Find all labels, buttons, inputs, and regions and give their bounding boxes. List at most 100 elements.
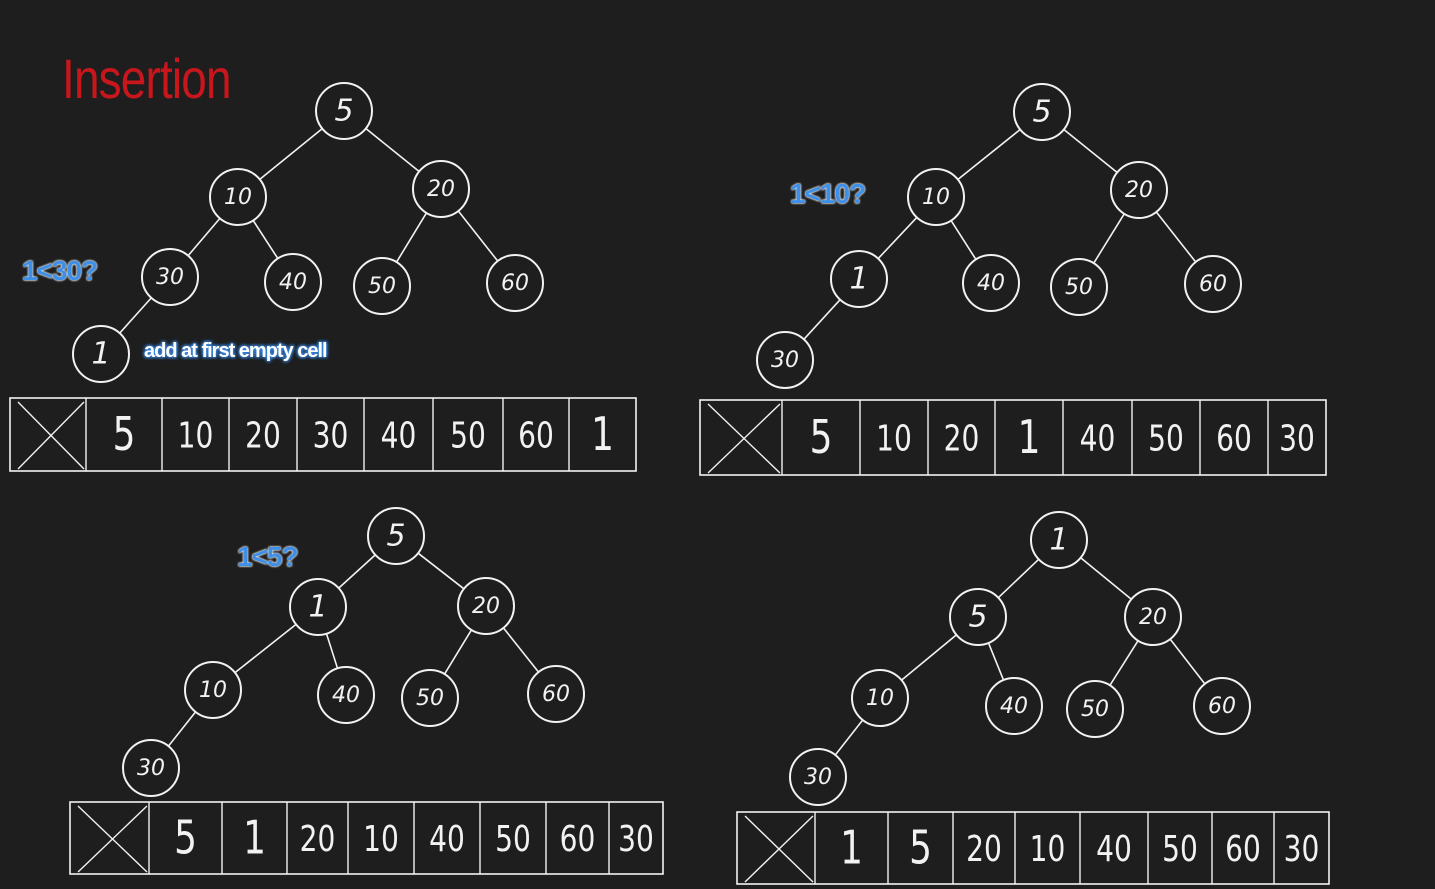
compare-note-3: 1<5? bbox=[237, 541, 299, 572]
tree-edge bbox=[997, 558, 1040, 599]
node-circle bbox=[457, 577, 515, 635]
array-cell-value: 20 bbox=[966, 828, 1002, 870]
node-circle bbox=[72, 325, 130, 383]
array-cell-value: 10 bbox=[363, 818, 399, 860]
empty-cell-cross bbox=[744, 815, 814, 883]
node-circle bbox=[907, 168, 965, 226]
tree-edge bbox=[957, 128, 1021, 181]
tree-edge bbox=[338, 554, 376, 589]
tree-edge bbox=[1155, 211, 1197, 263]
compare-note-2: 1<10? bbox=[790, 178, 866, 209]
array-cell-value: 1 bbox=[591, 407, 614, 461]
tree-edge bbox=[167, 711, 197, 747]
array-cell-value: 50 bbox=[450, 414, 486, 456]
tree-node: 20 bbox=[1110, 161, 1168, 219]
tree-node: 30 bbox=[122, 739, 180, 797]
tree-node: 20 bbox=[1124, 588, 1182, 646]
node-circle bbox=[1066, 680, 1124, 738]
array-cell-value: 50 bbox=[1162, 828, 1198, 870]
tree-edge bbox=[395, 212, 428, 263]
array-cell-value: 60 bbox=[518, 414, 554, 456]
tree-node: 40 bbox=[985, 677, 1043, 735]
tree-edge bbox=[1093, 213, 1125, 264]
tree-node: 60 bbox=[1184, 255, 1242, 313]
array-cell-value: 40 bbox=[381, 414, 417, 456]
node-label: 50 bbox=[416, 686, 444, 711]
node-circle bbox=[830, 250, 888, 308]
node-label: 1 bbox=[849, 262, 868, 297]
empty-cell-cross bbox=[17, 401, 85, 470]
tree-node: 1 bbox=[830, 250, 888, 308]
node-label: 60 bbox=[1199, 272, 1227, 297]
node-circle bbox=[756, 331, 814, 389]
tree-edge bbox=[252, 220, 279, 259]
array-cell-value: 10 bbox=[876, 417, 912, 459]
node-label: 1 bbox=[308, 590, 327, 625]
node-circle bbox=[353, 257, 411, 315]
node-circle bbox=[367, 507, 425, 565]
tree-node: 40 bbox=[264, 253, 322, 311]
tree-node: 5 bbox=[1013, 83, 1071, 141]
tree-node: 60 bbox=[527, 665, 585, 723]
tree-edge bbox=[502, 627, 540, 673]
node-label: 20 bbox=[472, 594, 500, 619]
node-label: 40 bbox=[279, 270, 307, 295]
tree-edge bbox=[877, 216, 918, 260]
node-label: 50 bbox=[1065, 275, 1093, 300]
array-cell-value: 50 bbox=[495, 818, 531, 860]
node-label: 10 bbox=[866, 686, 894, 711]
node-label: 10 bbox=[922, 185, 950, 210]
tree-node: 5 bbox=[367, 507, 425, 565]
node-label: 20 bbox=[1139, 605, 1167, 630]
node-circle bbox=[141, 248, 199, 306]
array-cell-value: 60 bbox=[560, 818, 596, 860]
node-label: 40 bbox=[1000, 694, 1028, 719]
tree-node: 10 bbox=[851, 669, 909, 727]
tree-node: 50 bbox=[1066, 680, 1124, 738]
node-circle bbox=[184, 661, 242, 719]
page-title: Insertion bbox=[62, 47, 232, 110]
tree-node: 20 bbox=[412, 160, 470, 218]
tree-edge bbox=[119, 297, 152, 334]
array-cell-value: 60 bbox=[1216, 417, 1252, 459]
add-note: add at first empty cell bbox=[144, 340, 328, 362]
tree-node: 60 bbox=[1193, 677, 1251, 735]
array-cell-value: 40 bbox=[1080, 417, 1116, 459]
node-circle bbox=[789, 748, 847, 806]
tree-edge bbox=[365, 127, 420, 173]
tree-node: 50 bbox=[1050, 258, 1108, 316]
empty-cell-cross bbox=[77, 805, 148, 873]
tree-edge bbox=[187, 217, 221, 257]
node-label: 30 bbox=[137, 756, 165, 781]
array-outline bbox=[699, 399, 1327, 476]
compare-note-1: 1<30? bbox=[22, 255, 98, 286]
array-cell-value: 5 bbox=[810, 410, 833, 464]
array-cell-value: 5 bbox=[113, 407, 136, 461]
node-circle bbox=[264, 253, 322, 311]
tree-edge bbox=[1109, 640, 1139, 686]
tree-node: 5 bbox=[949, 588, 1007, 646]
array-cell-value: 60 bbox=[1225, 828, 1261, 870]
node-circle bbox=[985, 677, 1043, 735]
empty-cell-cross bbox=[707, 403, 781, 474]
node-label: 60 bbox=[542, 682, 570, 707]
node-circle bbox=[1124, 588, 1182, 646]
array-cell-value: 50 bbox=[1148, 417, 1184, 459]
array-cell-value: 20 bbox=[245, 414, 281, 456]
tree-node: 1 bbox=[289, 578, 347, 636]
node-label: 20 bbox=[1125, 178, 1153, 203]
node-label: 5 bbox=[968, 600, 987, 635]
node-label: 5 bbox=[386, 519, 405, 554]
node-label: 30 bbox=[771, 348, 799, 373]
node-label: 40 bbox=[977, 271, 1005, 296]
tree-edge bbox=[803, 299, 841, 340]
tree-edge bbox=[325, 633, 339, 669]
tree-edge bbox=[417, 552, 465, 590]
